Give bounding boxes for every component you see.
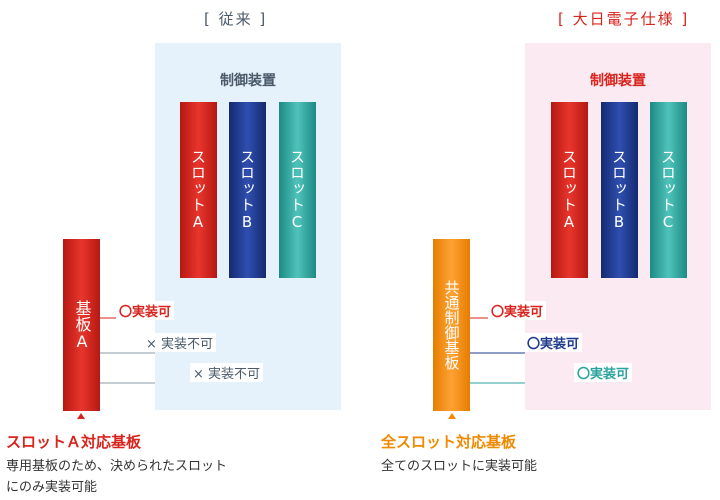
- arrow-board-a: [77, 413, 85, 419]
- label-left-slot-b: × 実装不可: [143, 333, 217, 352]
- panel-title-right: 制御装置: [590, 73, 646, 89]
- slot-c-left: スロットC: [279, 102, 316, 278]
- label-right-slot-b: 〇実装可: [524, 333, 583, 352]
- slot-b-right: スロットB: [601, 102, 638, 278]
- label-left-slot-a: 〇実装可: [116, 301, 175, 320]
- caption-desc-right: 全てのスロットに実装可能: [381, 456, 537, 477]
- arrow-board-common: [448, 413, 456, 419]
- caption-title-right: 全スロット対応基板: [381, 433, 517, 451]
- heading-dainichi: [ 大日電子仕様 ]: [558, 10, 690, 28]
- common-control-board: 共通制御基板: [433, 239, 470, 411]
- caption-desc-left: 専用基板のため、決められたスロット にのみ実装可能: [6, 456, 227, 498]
- label-left-slot-c: × 実装不可: [190, 363, 264, 382]
- caption-desc-left-line-2: にのみ実装可能: [6, 480, 98, 495]
- label-right-slot-a: 〇実装可: [488, 301, 547, 320]
- caption-desc-right-line-1: 全てのスロットに実装可能: [381, 459, 538, 474]
- slot-b-left: スロットB: [229, 102, 266, 278]
- slot-a-right: スロットA: [551, 102, 588, 278]
- caption-desc-left-line-1: 専用基板のため、決められたスロット: [6, 459, 228, 474]
- slot-c-right: スロットC: [650, 102, 687, 278]
- panel-title-left: 制御装置: [220, 73, 276, 89]
- slot-a-left: スロットA: [180, 102, 217, 278]
- label-right-slot-c: 〇実装可: [574, 363, 633, 382]
- heading-conventional: [ 従来 ]: [204, 10, 268, 28]
- board-a: 基板A: [63, 239, 100, 411]
- caption-title-left: スロットＡ対応基板: [6, 433, 142, 451]
